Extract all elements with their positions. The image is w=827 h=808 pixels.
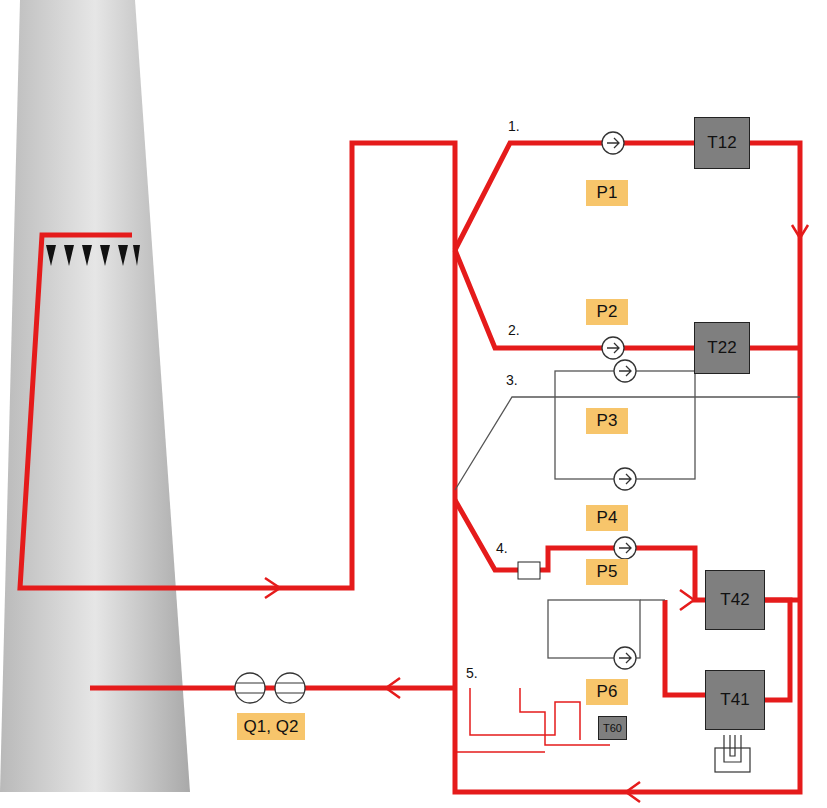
node-label: P6 — [597, 682, 618, 702]
tank-box: T22 — [694, 322, 750, 374]
pump-circle — [614, 537, 636, 559]
node-label: T41 — [720, 690, 749, 710]
chimney — [0, 0, 190, 792]
node-label: P1 — [597, 183, 618, 203]
pump-tag: Q1, Q2 — [237, 713, 305, 740]
pump-tag: P1 — [586, 180, 628, 206]
callout-number: 4. — [496, 540, 508, 556]
bypass-lines — [455, 371, 800, 658]
tank-box: T12 — [694, 117, 750, 169]
node-label: T60 — [603, 722, 622, 734]
fan-symbols — [235, 673, 305, 703]
pump-tag: P2 — [586, 299, 628, 325]
node-label: Q1, Q2 — [244, 717, 299, 737]
pump-circle — [602, 132, 624, 154]
tank-box: T41 — [705, 670, 765, 730]
pipe-connector — [765, 600, 790, 700]
callout-number: 1. — [508, 118, 520, 134]
flow-arrows — [265, 225, 808, 802]
pump-arrow — [607, 138, 619, 148]
pump-tag: P5 — [586, 559, 628, 585]
node-label: T12 — [707, 133, 736, 153]
filter-box — [518, 562, 540, 579]
node-label: P2 — [597, 302, 618, 322]
pump-circle — [602, 337, 624, 359]
spray-nozzles — [46, 245, 140, 266]
tank-box: T42 — [705, 570, 765, 630]
callout-number: 3. — [506, 372, 518, 388]
pump-arrow — [619, 366, 631, 376]
pump-circle — [614, 360, 636, 382]
pump-tag: P6 — [586, 679, 628, 705]
pump-circle — [614, 647, 636, 669]
pump-tag: P3 — [586, 408, 628, 434]
tank-box: T60 — [598, 716, 627, 740]
pump-arrow — [607, 343, 619, 353]
pump-circle — [614, 468, 636, 490]
node-label: P4 — [597, 508, 618, 528]
red-pipes — [20, 143, 800, 792]
callout-number: 5. — [466, 665, 478, 681]
pump-tag: P4 — [586, 505, 628, 531]
pump-arrow — [619, 474, 631, 484]
pump-symbols — [602, 132, 636, 669]
node-label: P5 — [597, 562, 618, 582]
pump-arrow — [619, 653, 631, 663]
callout-number: 2. — [508, 322, 520, 338]
heater-symbol — [715, 735, 750, 772]
node-label: T22 — [707, 338, 736, 358]
node-label: P3 — [597, 411, 618, 431]
node-label: T42 — [720, 590, 749, 610]
pump-arrow — [619, 543, 631, 553]
